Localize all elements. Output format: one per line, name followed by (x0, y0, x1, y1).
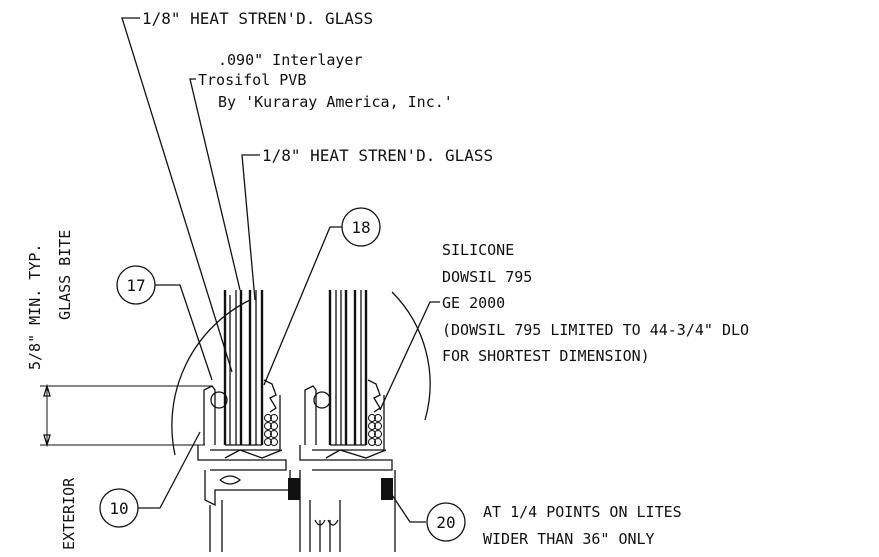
center-mullion (288, 478, 393, 552)
right-glazing-unit (299, 290, 396, 552)
callout-17: 17 (116, 265, 156, 305)
label-note-20-line1: AT 1/4 POINTS ON LITES (483, 503, 682, 521)
callout-17-label: 17 (126, 276, 145, 295)
label-note-20-line2: WIDER THAN 36" ONLY (483, 530, 655, 548)
label-exterior: EXTERIOR (60, 477, 78, 550)
callout-18-label: 18 (351, 218, 370, 237)
label-inner-glass: 1/8" HEAT STREN'D. GLASS (262, 146, 493, 165)
label-silicone-line3: GE 2000 (442, 294, 505, 312)
detail-circle-arc-right (391, 291, 431, 421)
glass-bite-dimension (40, 383, 212, 448)
label-interlayer-line1: .090" Interlayer (218, 51, 363, 69)
callout-18: 18 (341, 207, 381, 247)
label-interlayer-line2: Trosifol PVB (198, 71, 306, 89)
callout-10-label: 10 (109, 499, 128, 518)
label-interlayer-line3: By 'Kuraray America, Inc.' (218, 93, 453, 111)
label-bite-line2: GLASS BITE (56, 230, 74, 320)
detail-circle-arc-left (171, 299, 251, 456)
label-silicone-line1: SILICONE (442, 241, 514, 259)
label-silicone-line2: DOWSIL 795 (442, 268, 532, 286)
callout-20: 20 (426, 502, 466, 542)
callout-10: 10 (99, 488, 139, 528)
label-outer-glass: 1/8" HEAT STREN'D. GLASS (142, 9, 373, 28)
leader-lines (121, 17, 440, 523)
left-glazing-unit (197, 290, 291, 552)
label-silicone-line4: (DOWSIL 795 LIMITED TO 44-3/4" DLO (442, 321, 749, 339)
label-silicone-line5: FOR SHORTEST DIMENSION) (442, 347, 650, 365)
label-bite-line1: 5/8" MIN. TYP. (26, 244, 44, 370)
setting-block-right (381, 478, 393, 500)
setting-block-left (288, 478, 300, 500)
callout-20-label: 20 (436, 513, 455, 532)
